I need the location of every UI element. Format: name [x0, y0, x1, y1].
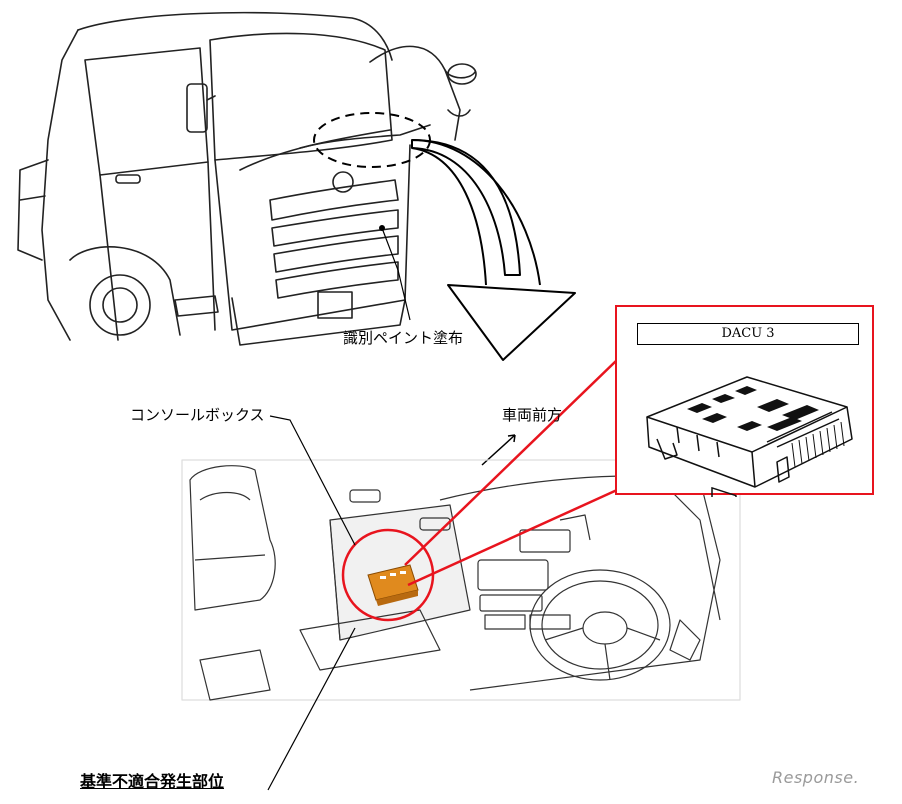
dacu-unit-in-console — [367, 564, 419, 606]
paint-point-marker — [379, 225, 385, 231]
response-watermark: Response. — [772, 768, 860, 787]
dacu-unit-drawing — [646, 376, 853, 497]
paint-leader-line — [381, 227, 411, 321]
vehicle-front-label: 車両前方 — [502, 406, 563, 424]
paint-label: 識別ペイント塗布 — [343, 329, 464, 347]
console-leader-line — [269, 415, 356, 546]
highlight-dashed-ellipse — [313, 112, 431, 168]
dacu-inset-panel: DACU 3 — [615, 305, 874, 497]
curved-arrow — [411, 139, 576, 361]
callout-line-bottom — [407, 488, 618, 587]
console-box-label: コンソールボックス — [130, 406, 265, 424]
dacu-inset-title: DACU 3 — [637, 323, 859, 345]
callout-line-top — [404, 359, 618, 566]
truck-cab-drawing — [17, 11, 477, 346]
defect-leader-line — [267, 627, 356, 791]
defect-location-label: 基準不適合発生部位 — [80, 772, 225, 791]
